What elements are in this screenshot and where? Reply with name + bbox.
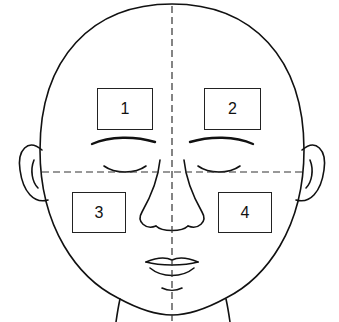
midline [171, 6, 172, 322]
callout-box: 3 [72, 192, 126, 233]
closed-eye [198, 166, 240, 172]
eye-line [42, 171, 302, 172]
ear-detail [32, 160, 38, 188]
callout-number: 3 [95, 204, 104, 222]
ear [296, 145, 324, 201]
neck-line [116, 299, 120, 322]
callout-number: 1 [121, 100, 130, 118]
callout-box: 1 [97, 88, 153, 130]
callout-number: 4 [241, 204, 250, 222]
closed-eye [104, 166, 146, 172]
chin [162, 288, 182, 290]
nose [140, 160, 160, 227]
ear [20, 145, 48, 201]
eyebrow [190, 138, 253, 144]
eyebrow [92, 138, 155, 144]
callout-box: 4 [218, 192, 272, 233]
neck-line [226, 299, 230, 322]
nose [184, 160, 204, 227]
callout-box: 2 [204, 88, 261, 130]
ear-detail [306, 160, 312, 188]
callout-number: 2 [228, 100, 237, 118]
